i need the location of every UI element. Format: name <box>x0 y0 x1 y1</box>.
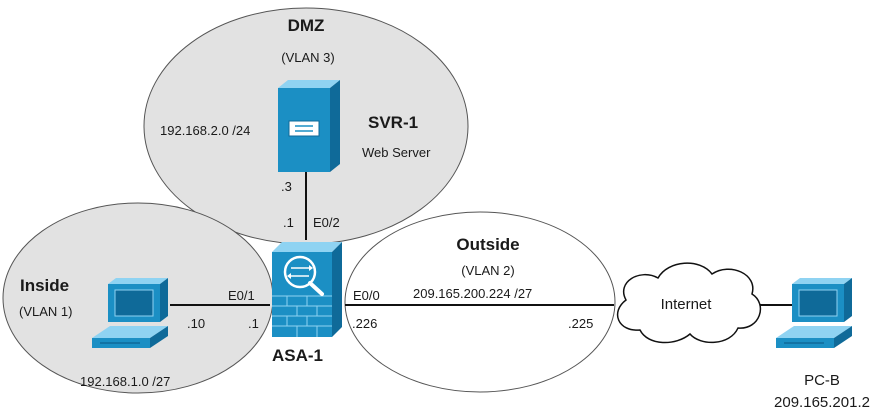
dmz-vlan-label: (VLAN 3) <box>281 50 334 65</box>
server-icon <box>278 80 340 172</box>
outside-interface-label: E0/0 <box>353 288 380 303</box>
inside-pc-host-label: .10 <box>187 316 205 331</box>
outside-vlan-label: (VLAN 2) <box>461 263 514 278</box>
internet-label: Internet <box>661 296 713 313</box>
outside-interface-host-label: .226 <box>352 316 377 331</box>
server-name-label: SVR-1 <box>368 113 418 132</box>
inside-zone-name: Inside <box>20 276 69 295</box>
outside-subnet-label: 209.165.200.224 /27 <box>413 286 532 301</box>
internet-cloud-icon <box>616 262 762 344</box>
pc-b-ip-label: 209.165.201.2 <box>774 394 870 411</box>
dmz-zone-name: DMZ <box>288 16 325 35</box>
firewall-name-label: ASA-1 <box>272 346 323 365</box>
inside-vlan-label: (VLAN 1) <box>19 304 72 319</box>
dmz-interface-host-label: .1 <box>283 215 294 230</box>
firewall-icon <box>272 242 342 337</box>
inside-subnet-label: 192.168.1.0 /27 <box>80 374 170 389</box>
server-host-label: .3 <box>281 179 292 194</box>
isp-interface-host-label: .225 <box>568 316 593 331</box>
server-role-label: Web Server <box>362 145 431 160</box>
inside-interface-label: E0/1 <box>228 288 255 303</box>
pc-b-icon <box>776 278 852 348</box>
pc-b-name-label: PC-B <box>804 372 840 389</box>
inside-pc-icon <box>92 278 168 348</box>
inside-interface-host-label: .1 <box>248 316 259 331</box>
outside-zone-name: Outside <box>456 235 519 254</box>
dmz-subnet-label: 192.168.2.0 /24 <box>160 123 250 138</box>
outside-zone <box>344 211 616 393</box>
dmz-interface-label: E0/2 <box>313 215 340 230</box>
